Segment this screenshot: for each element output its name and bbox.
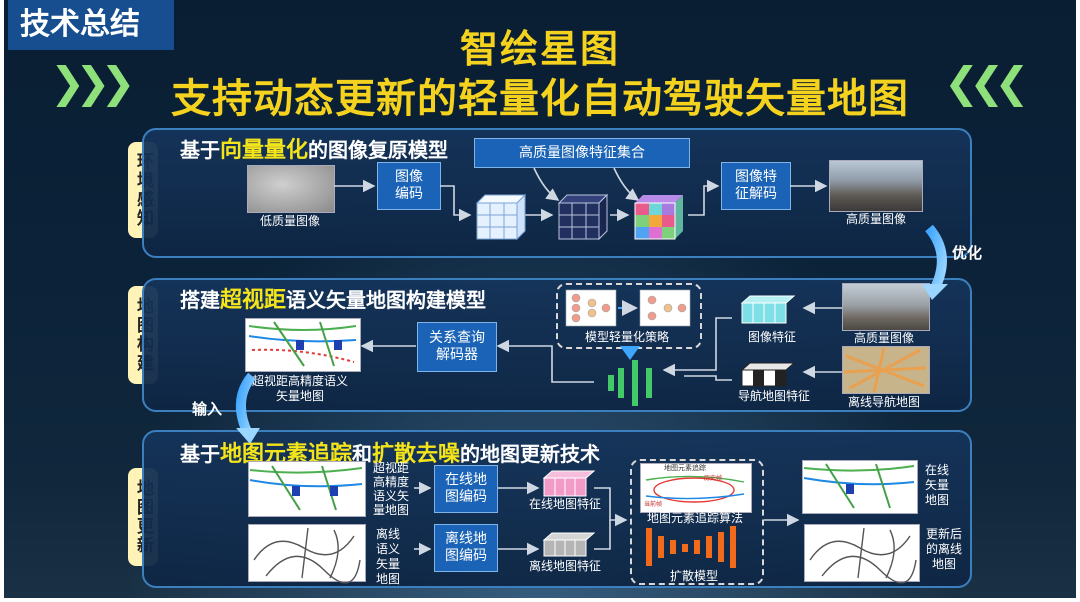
high-image-label: 高质量图像 xyxy=(845,212,906,226)
offline-map-lines xyxy=(253,527,917,584)
offline-feature-cube xyxy=(542,532,596,557)
title-line2: 支持动态更新的轻量化自动驾驶矢量地图 xyxy=(171,76,909,122)
cube-color xyxy=(634,195,683,240)
lightweight-label: 模型轻量化策略 xyxy=(584,330,669,344)
optimize-arrow xyxy=(925,224,947,293)
svg-text:历史帧: 历史帧 xyxy=(704,474,722,482)
offline-nav-label: 离线导航地图 xyxy=(847,395,920,409)
image-encode-box: 图像编码 xyxy=(377,162,441,210)
relation-decoder-box: 关系查询解码器 xyxy=(417,322,497,372)
map2-label: 离线语义矢量地图 xyxy=(375,527,400,586)
diagram-overlay: 优化 xyxy=(192,167,982,584)
slide: 技术总结 智绘星图 支持动态更新的轻量化自动驾驶矢量地图 ❯❯❯ ❮❮❮ 环境感… xyxy=(4,0,1076,598)
panel3-title: 基于地图元素追踪和扩散去噪的地图更新技术 xyxy=(180,442,601,467)
panel3-arrows xyxy=(414,481,800,556)
map-label: 超视距高精度语义矢量地图 xyxy=(251,374,348,403)
chevron-left-icon: ❮❮❮ xyxy=(944,58,1030,107)
updated-map-label: 更新后的离线地图 xyxy=(925,527,962,571)
nav-feature-cube xyxy=(740,362,796,387)
chevron-right-icon: ❯❯❯ xyxy=(50,58,136,107)
cube-navy xyxy=(557,193,609,241)
high-quality-image-2 xyxy=(842,283,930,331)
nav-feature-label: 导航地图特征 xyxy=(737,389,810,403)
diffusion-bars xyxy=(646,526,736,568)
map1-label: 超视距高精度语义矢量地图 xyxy=(372,461,409,517)
online-encode-box: 在线地图编码 xyxy=(434,465,498,513)
section-badge: 技术总结 xyxy=(8,0,174,50)
title-line1: 智绘星图 xyxy=(459,27,620,71)
panel2-arrows xyxy=(360,301,842,383)
high-image-label-2: 高质量图像 xyxy=(853,331,914,345)
svg-text:地图元素追踪: 地图元素追踪 xyxy=(664,463,706,472)
offline-nav-roads xyxy=(843,347,927,393)
tracking-diagram: 地图元素追踪 历史帧 当前帧 xyxy=(644,463,745,508)
diffusion-label: 扩散模型 xyxy=(669,569,718,583)
cube-white xyxy=(475,193,527,241)
updated-map-image xyxy=(804,524,920,582)
low-quality-image xyxy=(247,165,335,213)
online-feature-cube xyxy=(542,470,596,497)
svg-text:当前帧: 当前帧 xyxy=(644,500,662,508)
panel1-arrows xyxy=(334,167,828,222)
feature-set-box: 高质量图像特征集合 xyxy=(474,138,690,168)
green-bars xyxy=(608,360,652,406)
online-map-lines xyxy=(249,463,915,511)
offline-feature-label: 离线地图特征 xyxy=(528,559,601,573)
low-image-label: 低质量图像 xyxy=(259,214,320,228)
online-map-label: 在线矢量地图 xyxy=(924,463,949,507)
online-feature-label: 在线地图特征 xyxy=(528,497,601,511)
image-decode-box: 图像特征解码 xyxy=(721,162,791,210)
input-label: 输入 xyxy=(192,400,222,418)
optimize-label: 优化 xyxy=(952,244,982,262)
panel1-title: 基于向量量化的图像复原模型 xyxy=(180,138,449,163)
offline-encode-box: 离线地图编码 xyxy=(434,524,498,572)
panel2-title: 搭建超视距语义矢量地图构建模型 xyxy=(180,288,487,313)
high-quality-image xyxy=(829,160,923,212)
tracking-algo-label: 地图元素追踪算法 xyxy=(646,511,743,525)
lightweight-networks xyxy=(565,289,691,327)
tracking-diffusion-box xyxy=(630,459,764,585)
map2-lines xyxy=(248,321,357,367)
image-feature-label: 图像特征 xyxy=(747,330,796,344)
strategy-arrow xyxy=(620,346,640,360)
input-arrow xyxy=(235,372,256,437)
image-feature-cube xyxy=(740,295,796,324)
